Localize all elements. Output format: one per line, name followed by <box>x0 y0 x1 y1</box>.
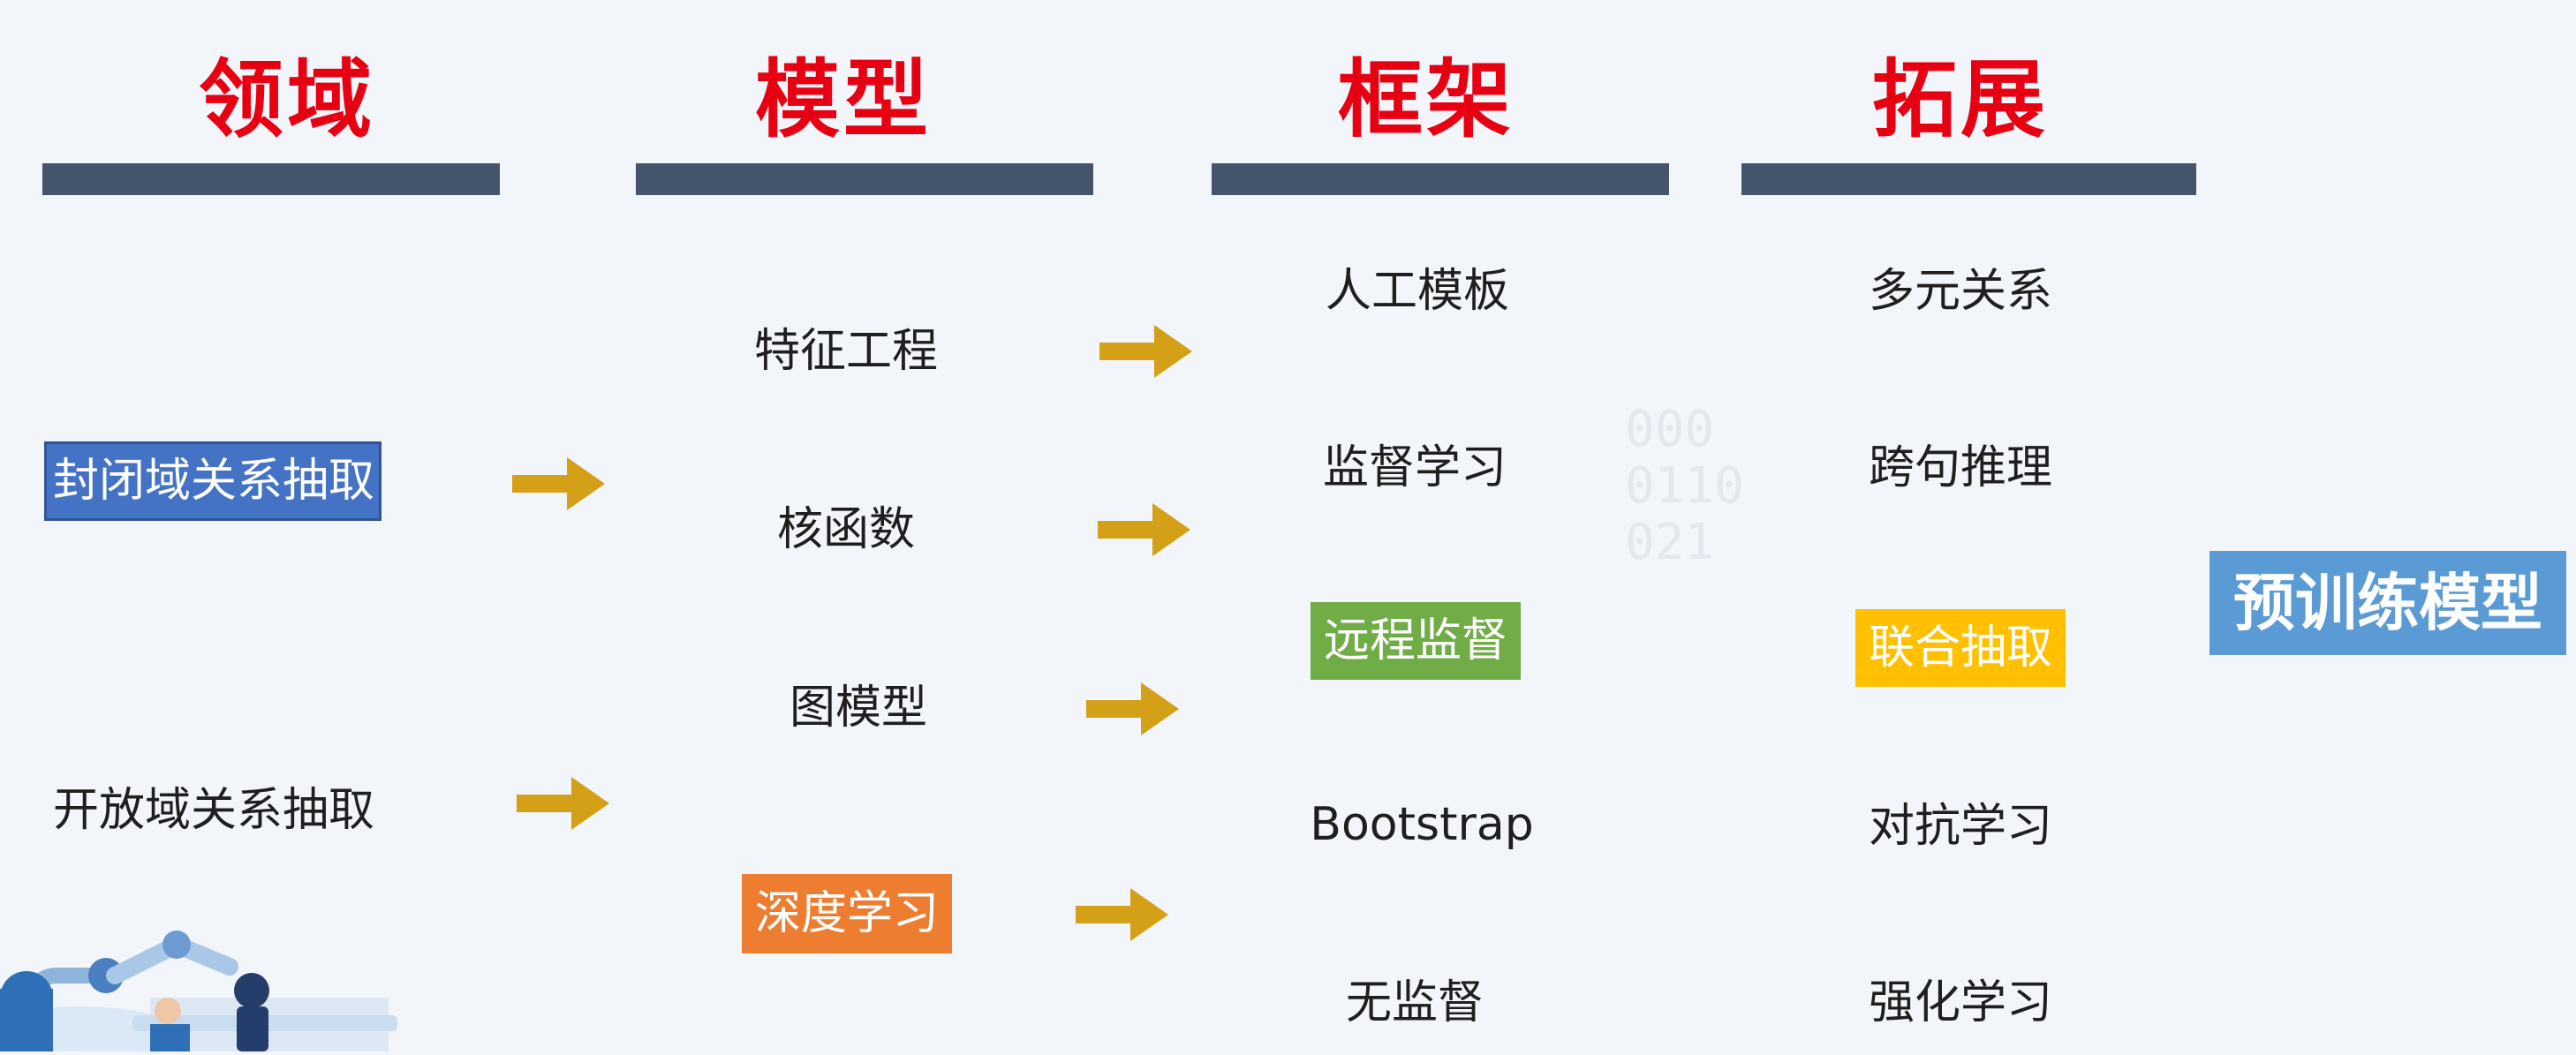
robot-arm-illustration <box>0 892 459 1055</box>
header-bar-framework <box>1212 163 1669 195</box>
header-bar-model <box>636 163 1093 195</box>
model-tag-deep-learning: 深度学习 <box>742 874 952 953</box>
header-framework: 框架 <box>1338 50 1515 149</box>
arrow-icon <box>1099 325 1192 378</box>
arrow-icon <box>1076 888 1168 941</box>
header-model: 模型 <box>755 50 932 149</box>
arrow-icon <box>517 777 609 830</box>
framework-item-manual-template: 人工模板 <box>1325 265 1509 318</box>
extension-item-cross-sentence-reasoning: 跨句推理 <box>1868 441 2052 494</box>
model-item-graph-model: 图模型 <box>789 682 927 735</box>
extension-item-adversarial-learning: 对抗学习 <box>1868 800 2052 853</box>
arrow-icon <box>1086 682 1179 735</box>
extension-tag-joint-extraction: 联合抽取 <box>1855 609 2066 687</box>
header-extension: 拓展 <box>1872 50 2049 149</box>
pretrained-model-tag: 预训练模型 <box>2210 551 2566 655</box>
framework-item-bootstrap: Bootstrap <box>1310 798 1534 851</box>
header-bar-domain <box>42 163 500 195</box>
extension-item-reinforcement-learning: 强化学习 <box>1868 976 2052 1029</box>
arrow-icon <box>1098 503 1190 556</box>
framework-item-unsupervised: 无监督 <box>1345 976 1484 1029</box>
model-item-feature-engineering: 特征工程 <box>753 325 938 378</box>
model-item-kernel-function: 核函数 <box>776 503 915 556</box>
framework-item-supervised-learning: 监督学习 <box>1322 441 1507 494</box>
header-bar-extension <box>1741 163 2196 195</box>
framework-tag-distant-supervision: 远程监督 <box>1311 602 1521 680</box>
closed-domain-tag: 封闭域关系抽取 <box>44 441 381 521</box>
extension-item-n-ary-relation: 多元关系 <box>1868 265 2052 318</box>
open-domain-label: 开放域关系抽取 <box>53 784 375 837</box>
arrow-icon <box>512 457 605 510</box>
header-domain: 领域 <box>199 50 375 149</box>
